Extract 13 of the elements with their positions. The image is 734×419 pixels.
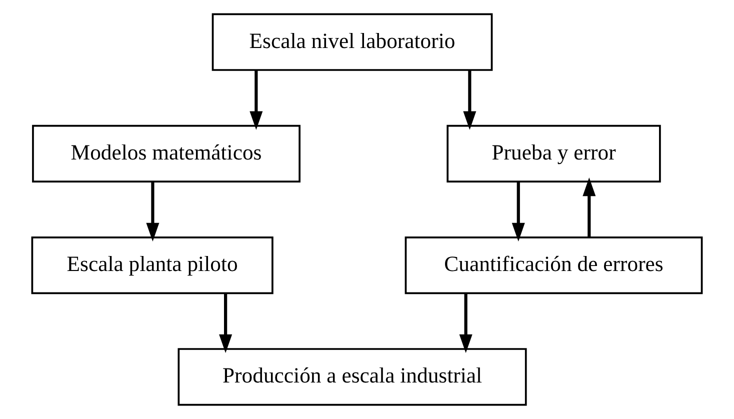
arrow bbox=[512, 182, 525, 242]
node-box: Producción a escala industrial bbox=[178, 348, 527, 406]
node-box: Escala planta piloto bbox=[31, 236, 274, 294]
node-box: Modelos matemáticos bbox=[32, 124, 300, 183]
arrow bbox=[250, 70, 263, 130]
node-box: Escala nivel laboratorio bbox=[212, 13, 493, 71]
arrow bbox=[459, 293, 472, 354]
arrow bbox=[146, 182, 160, 242]
arrow bbox=[582, 178, 596, 238]
arrow bbox=[219, 293, 232, 354]
arrow bbox=[463, 70, 476, 130]
node-box: Cuantificación de errores bbox=[404, 236, 703, 294]
node-box: Prueba y error bbox=[446, 124, 661, 183]
